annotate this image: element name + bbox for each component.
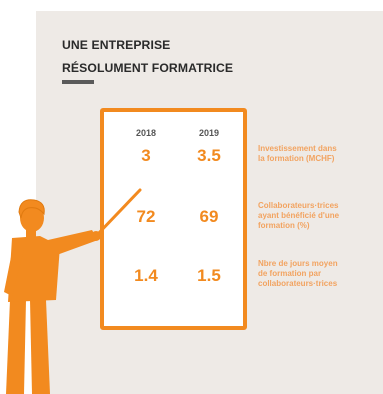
row2-value-2019: 69 (199, 207, 219, 226)
title-line-2: RÉSOLUMENT FORMATRICE (62, 61, 234, 75)
row3-value-2019: 1.5 (197, 266, 221, 285)
pointer-stick (94, 188, 142, 238)
presenter-leg-right (30, 300, 50, 394)
row1-value-2018: 3 (141, 146, 151, 165)
page-title: UNE ENTREPRISE RÉSOLUMENT FORMATRICE (62, 34, 233, 80)
year-2018-label: 2018 (135, 128, 157, 138)
row2-label-line: formation (%) (258, 221, 310, 230)
title-underline (62, 80, 94, 84)
row3-label-line: Nbre de jours moyen (258, 259, 338, 268)
presenter-arm-right (48, 230, 98, 256)
year-2019-label: 2019 (198, 128, 220, 138)
row1-label: Investissement dans la formation (MCHF) (258, 144, 376, 164)
presenter-arm-left (4, 242, 24, 296)
row2-label-line: Collaborateurs·trices (258, 201, 339, 210)
presenter-neck (26, 228, 36, 240)
title-line-1: UNE ENTREPRISE (62, 38, 171, 52)
row1-value-2019: 3.5 (197, 146, 221, 165)
row3-value-2018: 1.4 (134, 266, 158, 285)
row2-value-2018: 72 (136, 207, 156, 226)
row1-label-line: Investissement dans (258, 144, 337, 153)
row3-label-line: collaborateurs·trices (258, 279, 338, 288)
presenter-leg-left (6, 300, 26, 394)
row3-label: Nbre de jours moyen de formation par col… (258, 259, 376, 289)
presenter-hand (91, 231, 101, 241)
row1-label-line: la formation (MCHF) (258, 154, 335, 163)
row2-label: Collaborateurs·trices ayant bénéficié d'… (258, 201, 376, 231)
presenter-head (20, 204, 44, 232)
row3-label-line: de formation par (258, 269, 322, 278)
row2-label-line: ayant bénéficié d'une (258, 211, 340, 220)
whiteboard (100, 108, 247, 330)
presenter-hair (18, 199, 45, 219)
